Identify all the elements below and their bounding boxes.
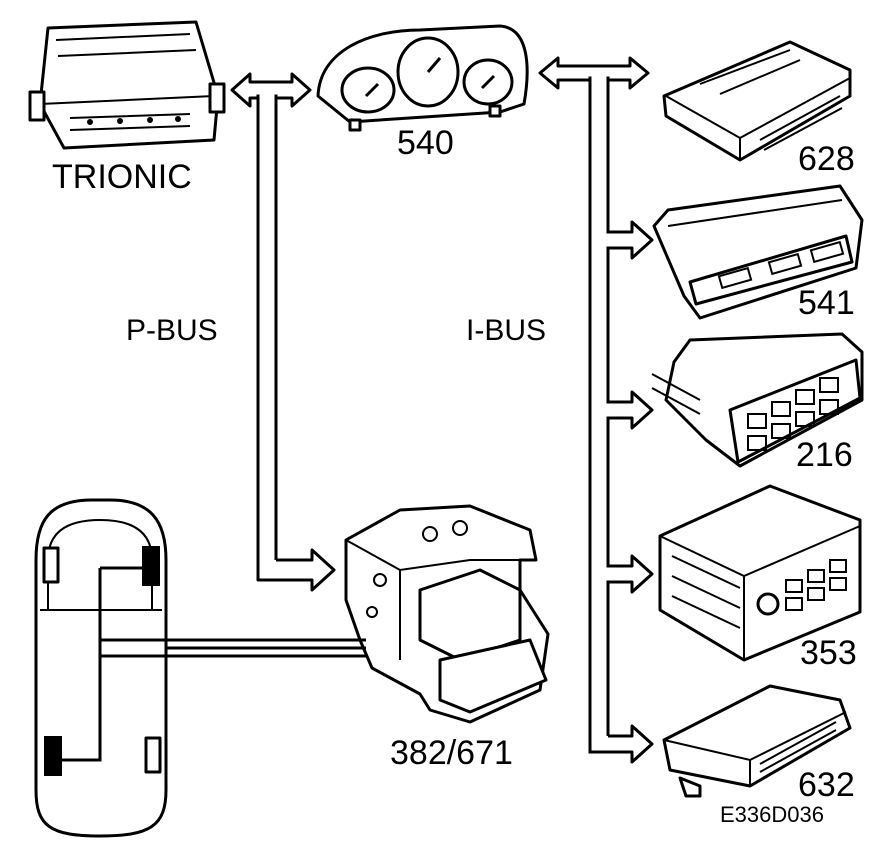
trionic-label: TRIONIC <box>52 158 192 196</box>
unit-216-label: 216 <box>796 436 853 474</box>
module-353-illustration <box>658 484 862 662</box>
figure-code-label: E336D036 <box>720 802 824 827</box>
unit-628-label: 628 <box>798 140 855 178</box>
unit-541-label: 541 <box>798 284 855 322</box>
module-628-illustration <box>662 40 852 162</box>
unit-540-label: 540 <box>397 124 454 162</box>
i-bus-line <box>538 56 654 764</box>
module-541-illustration <box>652 184 864 320</box>
module-216-illustration <box>651 332 864 468</box>
unit-632-label: 632 <box>798 766 855 804</box>
instrument-cluster-illustration <box>316 24 529 132</box>
car-illustration <box>34 498 366 838</box>
module-632-illustration <box>662 684 852 798</box>
trionic-ecu-illustration <box>28 20 226 150</box>
abs-unit-label: 382/671 <box>390 734 513 772</box>
p-bus-line <box>230 72 336 592</box>
p-bus-label: P-BUS <box>126 314 218 347</box>
unit-353-label: 353 <box>800 634 857 672</box>
abs-unit-illustration <box>344 504 550 724</box>
i-bus-label: I-BUS <box>466 314 546 347</box>
